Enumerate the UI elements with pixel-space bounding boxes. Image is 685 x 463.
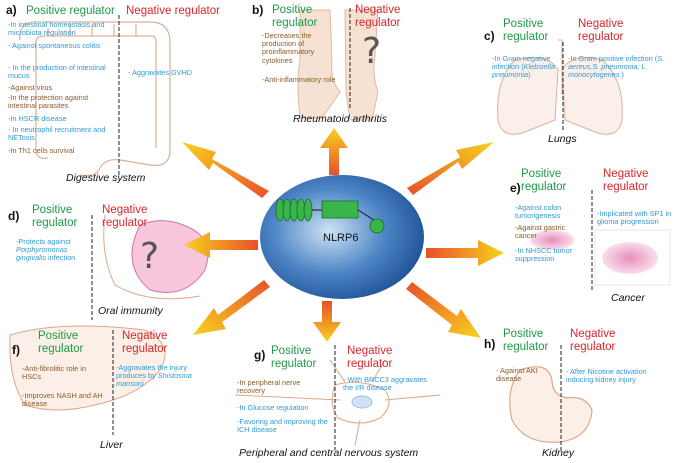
panel-g-positive-title: Positive regulator [271, 345, 317, 370]
panel-b-pos-item-2: -Anti-inflammatory role [262, 75, 336, 84]
panel-a-negative-title: Negative regulator [126, 5, 220, 17]
panel-e-pos-item-3: -In NHSCC tumor suppression [515, 246, 573, 264]
panel-d-question-mark: ? [140, 236, 160, 277]
panel-e-caption: Cancer [611, 292, 645, 304]
panel-g-pos-item-1: -In peripheral nerve recovery [237, 378, 301, 396]
panel-g-neg-item-1: - With BRCC3 aggravates the I/R disease [343, 375, 427, 393]
panel-f-caption: Liver [100, 439, 123, 451]
panel-d-caption: Oral immunity [98, 305, 163, 317]
panel-h-caption: Kidney [542, 447, 575, 459]
panel-a-letter: a) [6, 3, 17, 17]
panel-g-caption: Peripheral and central nervous system [239, 447, 419, 459]
nlrp6-protein-icon [275, 198, 385, 234]
panel-d-letter: d) [8, 209, 20, 223]
panel-a-pos-item-3: - In the production of intestinal mucus [8, 63, 106, 81]
liver-illustration [9, 325, 166, 411]
panel-c-caption: Lungs [548, 133, 577, 145]
colon-illustration [19, 21, 171, 177]
panel-c-letter: c) [484, 29, 495, 43]
neuron-illustration [234, 359, 441, 446]
cancer-illustration [530, 229, 671, 286]
panel-a-pos-item-4: -Against virus [8, 83, 53, 92]
panel-a-pos-item-1: -In intestinal homeostasis and microbiot… [8, 20, 105, 38]
panel-b-negative-title: Negative regulator [355, 4, 401, 29]
arrow-lower-right [406, 282, 481, 338]
panel-f-neg-item: -Aggravates the injury produces by Shist… [116, 363, 192, 389]
panel-h-pos-item-1: - Against AKI disease [496, 366, 538, 384]
divider-lines [91, 8, 593, 450]
panel-g-letter: g) [254, 348, 266, 362]
panel-c-pos-item: -In Gram negative infection (Klebsiella … [492, 54, 555, 80]
panel-h-positive-title: Positive regulator [503, 328, 549, 353]
panel-a-pos-item-7: - In neutrophil recruitment and NETosis [8, 125, 106, 143]
panel-f-pos-item-1: -Anti-fibrolitic role in HSCs [22, 364, 87, 382]
nlrp6-label: NLRP6 [323, 232, 359, 244]
arrow-right [426, 240, 504, 266]
panel-a-pos-item-5: -In the protection against intestinal pa… [8, 93, 89, 111]
panel-h-negative-title: Negative regulator [570, 328, 616, 353]
panel-e-positive-title: Positive regulator [521, 168, 567, 193]
panel-a-positive-title: Positive regulator [26, 5, 115, 17]
panel-h-letter: h) [484, 337, 496, 351]
panel-c-negative-title: Negative regulator [578, 18, 624, 43]
panel-e-letter: e) [510, 181, 521, 195]
panel-d-positive-title: Positive regulator [32, 204, 78, 229]
panel-e-pos-item-1: -Against colon tumorigenesis [515, 203, 562, 221]
panel-b-positive-title: Positive regulator [272, 4, 318, 29]
panel-a-pos-item-2: - Against spontaneous colitis [8, 41, 101, 50]
panel-h-neg-item-1: - After Nicotine activation inducing kid… [566, 367, 647, 385]
kidney-illustration [509, 366, 593, 443]
panel-b-pos-item-1: -Decreases the production of proinflamma… [262, 31, 315, 65]
panel-a-caption: Digestive system [66, 172, 146, 184]
panel-c-neg-item: -In Gram positive infection (S. aereus,S… [568, 54, 665, 80]
panel-a-pos-item-6: -In HSCR disease [8, 114, 67, 123]
arrow-upper-right [407, 142, 494, 195]
lungs-illustration [497, 39, 623, 135]
panel-c-positive-title: Positive regulator [503, 18, 549, 43]
panel-a-neg-item-1: - Aggravates GVHD [128, 68, 193, 77]
arrow-up [320, 128, 348, 175]
knee-illustration [297, 9, 379, 121]
panel-a-pos-item-8: -In Th1 cells survival [8, 146, 75, 155]
panel-f-positive-title: Positive regulator [38, 330, 84, 355]
panel-e-pos-item-2: -Against gastric cancer [515, 223, 566, 241]
panel-g-pos-item-2: -In Glucose regulation [237, 403, 309, 412]
panel-b-caption: Rheumatoid arthritis [293, 113, 387, 125]
arrow-down [313, 301, 341, 342]
panel-d-negative-title: Negative regulator [102, 204, 148, 229]
arrow-left [184, 232, 258, 258]
panel-e-neg-item-1: -Implicated with SP1 in glioma progressi… [597, 209, 672, 227]
arrow-upper-left [182, 142, 269, 198]
panel-g-negative-title: Negative regulator [347, 345, 393, 370]
panel-b-question-mark: ? [362, 31, 382, 72]
mouth-illustration [103, 214, 209, 300]
panel-d-pos-item: -Protects against Porphyromonas gingival… [16, 237, 76, 263]
arrow-lower-left [193, 280, 270, 335]
panel-f-pos-item-2: -Improves NASH and AH disease [22, 391, 103, 409]
panel-g-pos-item-3: -Favoring and improving the ICH disease [237, 417, 328, 435]
panel-b-letter: b) [252, 3, 264, 17]
panel-f-letter: f) [12, 343, 20, 357]
panel-e-negative-title: Negative regulator [603, 168, 649, 193]
panel-f-negative-title: Negative regulator [122, 330, 168, 355]
